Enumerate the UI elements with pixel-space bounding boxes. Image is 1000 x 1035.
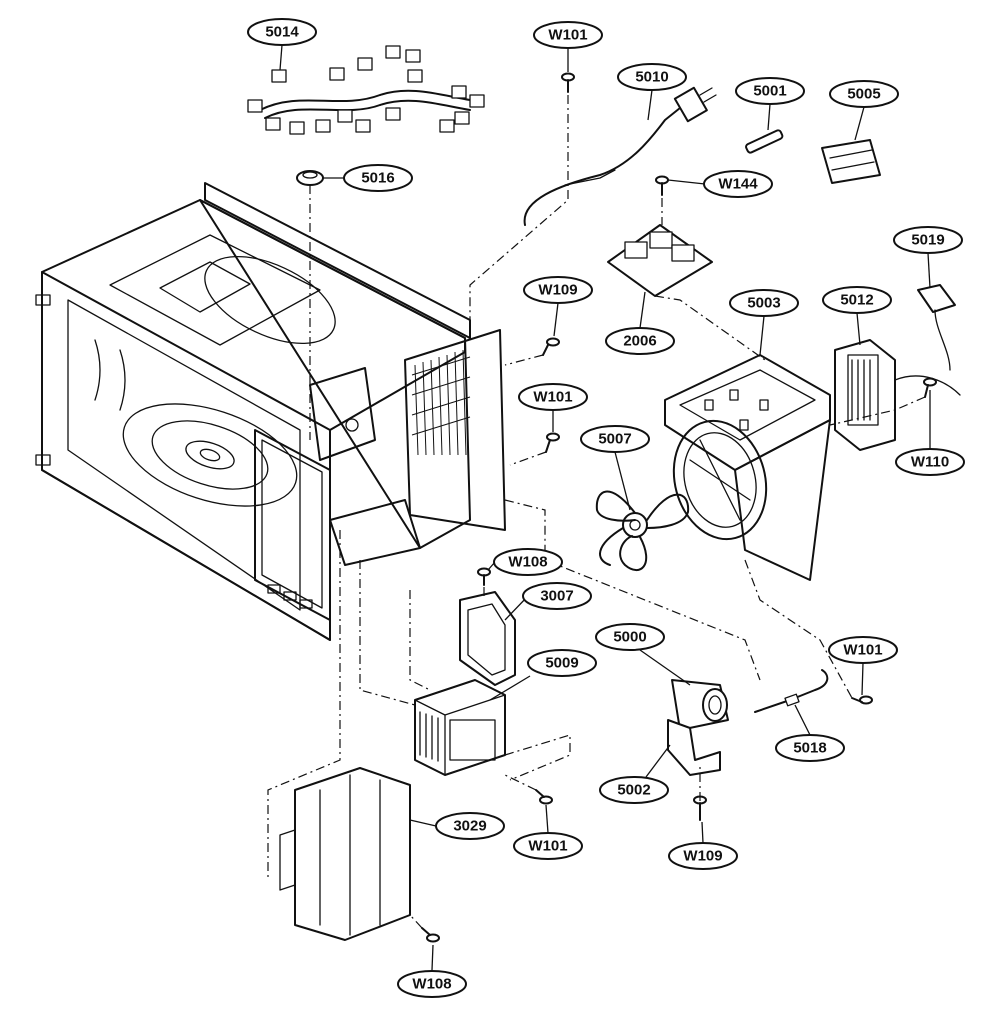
screws — [421, 72, 937, 943]
svg-text:W110: W110 — [911, 454, 949, 471]
svg-text:5014: 5014 — [265, 24, 299, 41]
svg-text:5002: 5002 — [617, 782, 650, 799]
callout-w101-mid: W101 — [518, 383, 588, 411]
callout-w110: W110 — [895, 448, 965, 476]
callout-w109-bottom: W109 — [668, 842, 738, 870]
svg-text:5005: 5005 — [847, 86, 880, 103]
fan-bracket-5003 — [664, 354, 831, 581]
callouts: 5014 W101 5010 5001 5005 5016 W144 5019 … — [247, 18, 965, 998]
svg-text:W101: W101 — [528, 838, 567, 855]
svg-text:5010: 5010 — [635, 69, 668, 86]
screw-w101-mid — [545, 432, 560, 453]
callout-2006: 2006 — [605, 327, 675, 355]
screw-w108-mid — [477, 567, 491, 586]
callout-5019: 5019 — [893, 226, 963, 254]
fuse-holder-5005 — [821, 139, 881, 184]
callout-w101-right: W101 — [828, 636, 898, 664]
callout-5002: 5002 — [599, 776, 669, 804]
callout-5005: 5005 — [829, 80, 899, 108]
fuse-5001 — [745, 129, 784, 154]
callout-w108-bottom: W108 — [397, 970, 467, 998]
svg-text:5003: 5003 — [747, 295, 780, 312]
svg-text:W108: W108 — [508, 554, 547, 571]
power-cord — [523, 86, 717, 226]
svg-text:5012: 5012 — [840, 292, 873, 309]
bracket-3007 — [459, 591, 516, 686]
screw-w110 — [923, 377, 937, 398]
leader-lines — [279, 44, 931, 971]
callout-5010: 5010 — [617, 63, 687, 91]
oven-cavity — [35, 182, 506, 641]
circuit-board-2006 — [607, 224, 713, 297]
callout-5018: 5018 — [775, 734, 845, 762]
bracket-5002 — [667, 719, 721, 776]
svg-text:5018: 5018 — [793, 740, 826, 757]
capacitor-5000 — [671, 679, 729, 731]
fan-blade-5007 — [595, 490, 690, 571]
svg-text:W101: W101 — [548, 27, 587, 44]
callout-w101-top: W101 — [533, 21, 603, 49]
screw-w144 — [655, 175, 669, 196]
svg-text:5007: 5007 — [598, 431, 631, 448]
screw-w101-right — [851, 695, 873, 705]
callout-5016: 5016 — [343, 164, 413, 192]
svg-text:W109: W109 — [538, 282, 577, 299]
thermostat-5016 — [296, 170, 324, 186]
svg-text:2006: 2006 — [623, 333, 656, 350]
callout-w109-top: W109 — [523, 276, 593, 304]
diode-5018 — [754, 669, 829, 713]
callout-5009: 5009 — [527, 649, 597, 677]
svg-text:W101: W101 — [533, 389, 572, 406]
magnetron-5009 — [414, 679, 506, 776]
svg-text:5001: 5001 — [753, 83, 786, 100]
screw-w108-bottom — [421, 927, 440, 943]
callout-3007: 3007 — [522, 582, 592, 610]
callout-w101-bottom: W101 — [513, 832, 583, 860]
screw-w101-bottom — [535, 789, 553, 805]
noise-filter-5019 — [917, 284, 956, 371]
callout-w144: W144 — [703, 170, 773, 198]
svg-text:W109: W109 — [683, 848, 722, 865]
callout-3029: 3029 — [435, 812, 505, 840]
svg-text:W108: W108 — [412, 976, 451, 993]
svg-text:5016: 5016 — [361, 170, 394, 187]
screw-w101-top — [561, 72, 575, 93]
air-guide-3029 — [279, 767, 411, 941]
assembly-lines — [267, 95, 926, 929]
svg-text:5009: 5009 — [545, 655, 578, 672]
wire-harness — [247, 45, 485, 135]
vent-grille — [411, 349, 471, 456]
callout-5014: 5014 — [247, 18, 317, 46]
callout-w108-mid: W108 — [493, 548, 563, 576]
callout-5012: 5012 — [822, 286, 892, 314]
screw-w109-top — [542, 337, 560, 356]
svg-text:3007: 3007 — [540, 588, 573, 605]
svg-text:5000: 5000 — [613, 629, 646, 646]
svg-text:3029: 3029 — [453, 818, 486, 835]
callout-5007: 5007 — [580, 425, 650, 453]
callout-5001: 5001 — [735, 77, 805, 105]
svg-text:W144: W144 — [718, 176, 758, 193]
transformer-5012 — [834, 339, 961, 451]
callout-5003: 5003 — [729, 289, 799, 317]
callout-5000: 5000 — [595, 623, 665, 651]
svg-text:W101: W101 — [843, 642, 882, 659]
svg-text:5019: 5019 — [911, 232, 944, 249]
